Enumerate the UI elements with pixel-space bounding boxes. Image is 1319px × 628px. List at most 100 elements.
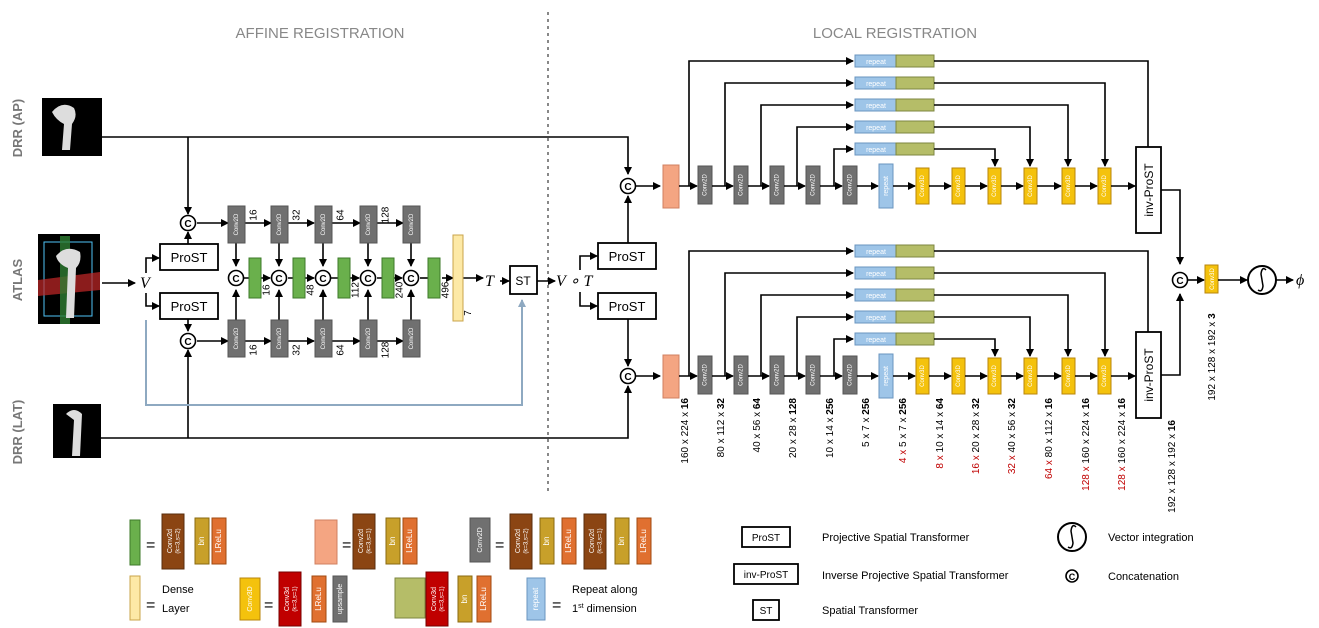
- concat-node: [179, 332, 197, 350]
- legend-equals: =: [342, 537, 351, 554]
- dimension-text: 80 x 112 x: [1044, 409, 1055, 457]
- conv2d-block-label: Conv2D: [409, 327, 415, 349]
- conv2d-block-label: Conv2D: [739, 174, 745, 196]
- dimension-text: 160 x 224 x: [1081, 409, 1092, 463]
- conv3d-block-label: Conv3D: [956, 175, 962, 197]
- conv2d-block: [314, 205, 333, 244]
- dimension-text: 160 x 224 x: [680, 409, 691, 463]
- prost-label: ProST: [609, 299, 646, 314]
- conv2d-block: [402, 205, 421, 244]
- repeat-label: repeat: [866, 147, 886, 154]
- legend-conv2d-block: [161, 513, 185, 570]
- conv2d-block: [359, 319, 378, 358]
- legend-conv2d-text: Conv2d: [589, 529, 596, 553]
- olive-block: [895, 54, 935, 68]
- conv3d-block-label: Conv3D: [1066, 365, 1072, 387]
- atlas-skip-connection: [145, 299, 526, 406]
- channel-label: 32: [292, 344, 303, 356]
- dimension-label: 192 x 128 x 192 x 16: [1167, 420, 1178, 513]
- dimension-text: 160 x 224 x: [1117, 409, 1128, 463]
- symbol-t: T: [485, 273, 495, 290]
- concat-symbol: C: [624, 372, 631, 383]
- conv2d-block-label: Conv2D: [775, 174, 781, 196]
- olive-block: [895, 142, 935, 156]
- channel-count: 16: [680, 398, 691, 410]
- channel-count: 16: [1044, 398, 1055, 410]
- conv2d-block: [270, 319, 289, 358]
- repeat-label: repeat: [866, 337, 886, 344]
- legend-st-box: [752, 599, 780, 621]
- affine-title: AFFINE REGISTRATION: [236, 25, 405, 42]
- drr-lat-image: [53, 404, 101, 458]
- skip-connector: [934, 316, 1034, 357]
- legend-conv2d-k: (k=3,s=1): [367, 528, 373, 553]
- dimension-label: 32 x 40 x 56 x 32: [1007, 398, 1018, 475]
- conv2d-block-label: Conv2D: [234, 327, 240, 349]
- olive-block: [895, 76, 935, 90]
- conv3d-label: Conv3D: [1210, 268, 1216, 290]
- concat-symbol: C: [232, 274, 239, 285]
- concat-final: [1171, 271, 1189, 289]
- repeat-label: repeat: [866, 125, 886, 132]
- repeat-block-label: repeat: [883, 366, 890, 386]
- dimension-label: 4 x 5 x 7 x 256: [898, 398, 909, 463]
- upsample-factor: 64 x: [1044, 457, 1055, 479]
- dimension-label: 128 x 160 x 224 x 16: [1081, 398, 1092, 491]
- conv2d-block: [769, 355, 785, 395]
- integral-icon: [1257, 267, 1267, 292]
- conv2d-block: [733, 165, 749, 205]
- legend-olive-block: [394, 577, 426, 619]
- channel-label: 48: [306, 284, 317, 296]
- drr-ap-image: [42, 98, 102, 156]
- channel-count: 64: [935, 398, 946, 410]
- legend-st-desc: Spatial Transformer: [822, 605, 918, 617]
- conv2d-block-label: Conv2D: [811, 364, 817, 386]
- olive-block: [895, 244, 935, 258]
- legend-bn: [385, 517, 401, 565]
- concat-node: [619, 367, 637, 385]
- olive-block: [895, 332, 935, 346]
- conv2d-block-label: Conv2D: [703, 174, 709, 196]
- channel-label: 16: [249, 209, 260, 221]
- channel-label: 128: [381, 206, 392, 223]
- dimension-label: 16 x 20 x 28 x 32: [971, 398, 982, 475]
- skip-connector: [688, 247, 854, 376]
- legend-conv2d-k: (k=3,s=2): [176, 528, 182, 553]
- upsample-factor: 16 x: [971, 452, 982, 474]
- concat-node: [179, 214, 197, 232]
- legend-invprost-desc: Inverse Projective Spatial Transformer: [822, 570, 1009, 582]
- inv-prost-box-bottom: [1135, 331, 1162, 419]
- conv2d-block-label: Conv2D: [811, 174, 817, 196]
- channel-label: 64: [336, 344, 347, 356]
- legend-repeat-block-label: repeat: [531, 587, 540, 610]
- channel-count: 16: [1117, 398, 1128, 410]
- legend-conv3d-block-label: Conv3D: [247, 586, 254, 611]
- legend-lrelu-label: LReLu: [564, 529, 573, 553]
- conv2d-block: [697, 355, 713, 395]
- dimension-label: 5 x 7 x 256: [861, 398, 872, 447]
- legend-conv3d-k: (k=3,s=1): [293, 586, 299, 611]
- legend-conv3d-text: Conv3d: [284, 587, 291, 611]
- dimension-label: 64 x 80 x 112 x 16: [1044, 398, 1055, 479]
- conv2d-block: [359, 205, 378, 244]
- legend-conv2d-text: Conv2d: [515, 529, 522, 553]
- conv2d-block: [270, 205, 289, 244]
- legend-equals: =: [264, 597, 273, 614]
- legend-dense-text: Layer: [162, 603, 190, 615]
- atlas-label: ATLAS: [10, 258, 25, 301]
- channel-label: 16: [262, 284, 273, 296]
- legend-conv2d-block: [509, 513, 533, 570]
- skip-connector: [934, 104, 1072, 167]
- skip-connector: [934, 272, 1109, 357]
- legend-repeat-block: [526, 577, 546, 621]
- concat-node: [619, 177, 637, 195]
- skip-connector: [934, 294, 1072, 357]
- symbol-phi: ϕ: [1296, 272, 1304, 289]
- skip-connector: [760, 101, 854, 186]
- dimension-text: 80 x 112 x: [716, 409, 727, 457]
- conv3d-block-label: Conv3D: [1102, 175, 1108, 197]
- concat-symbol: C: [364, 274, 371, 285]
- conv2d-block-label: Conv2D: [234, 213, 240, 235]
